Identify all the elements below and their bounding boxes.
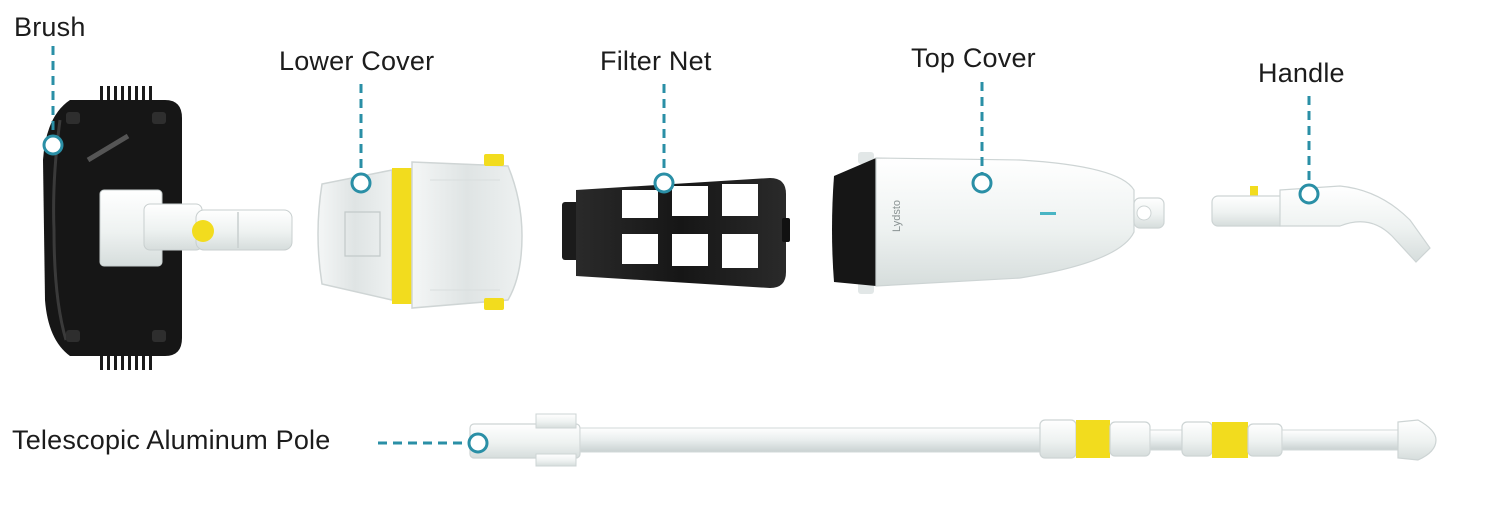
- callout-dot: [467, 432, 489, 454]
- filter-net-part: [562, 178, 790, 288]
- callout-dot: [350, 172, 372, 194]
- label-top-cover: Top Cover: [911, 43, 1036, 73]
- callout-pole: [378, 432, 489, 454]
- top-cover-part: Lydsto: [832, 152, 1165, 294]
- handle-part: [1211, 185, 1431, 263]
- pole-part: [469, 413, 1437, 467]
- label-handle: Handle: [1258, 58, 1345, 88]
- brand-mark: Lydsto: [891, 200, 903, 232]
- label-filter-net: Filter Net: [600, 46, 712, 76]
- label-lower-cover: Lower Cover: [279, 46, 435, 76]
- callout-dot: [971, 172, 993, 194]
- callout-dot: [653, 172, 675, 194]
- callout-filter-net: [653, 84, 675, 194]
- brush-part: [43, 86, 293, 370]
- lower-cover-part: [317, 154, 523, 310]
- callout-brush: [42, 46, 64, 156]
- callout-handle: [1298, 96, 1320, 205]
- callout-top-cover: [971, 82, 993, 194]
- callout-dot: [42, 134, 64, 156]
- label-brush: Brush: [14, 12, 86, 42]
- callout-dot: [1298, 183, 1320, 205]
- label-pole: Telescopic Aluminum Pole: [12, 425, 331, 455]
- callout-lower-cover: [350, 84, 372, 194]
